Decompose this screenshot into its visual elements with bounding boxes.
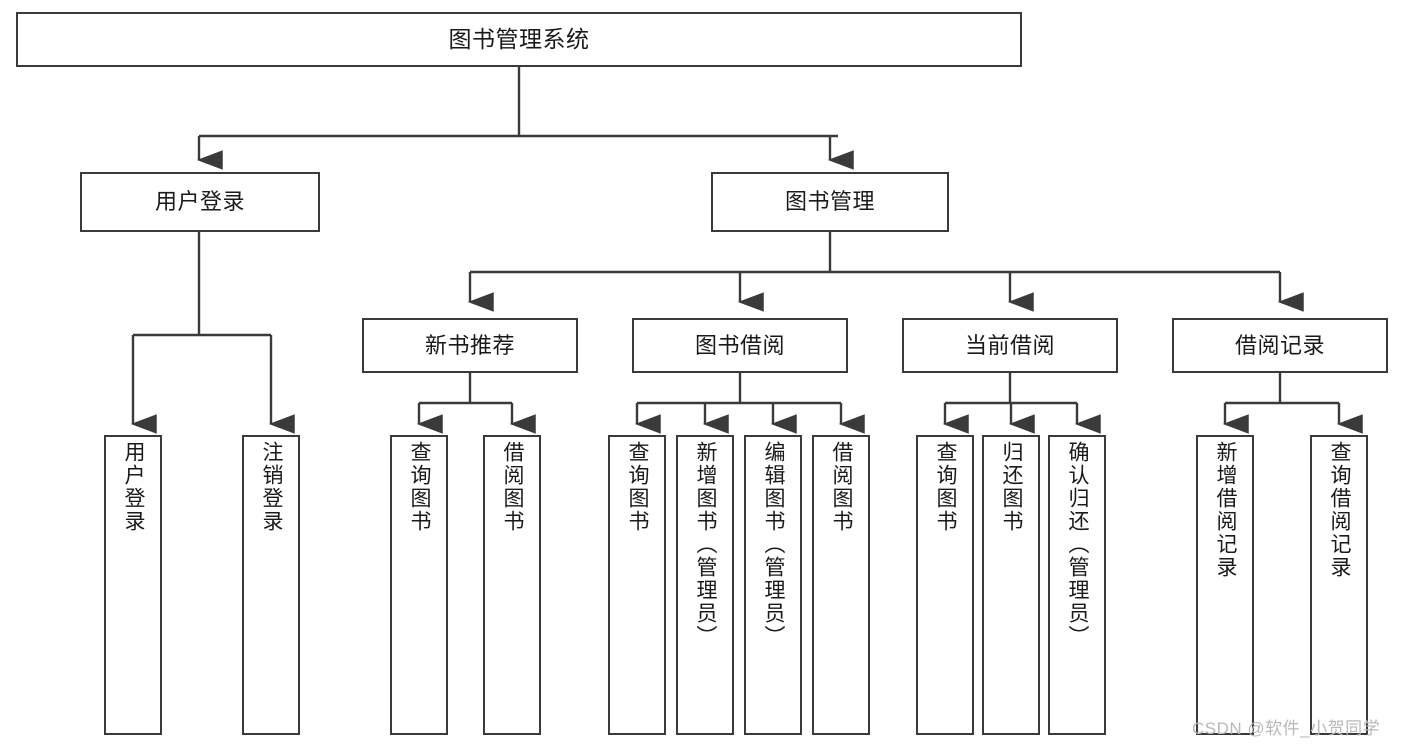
node-label: 当前借阅 <box>964 332 1055 358</box>
leaf-new-book-borrow[interactable]: 借阅图书 <box>483 435 541 735</box>
leaf-user-login-signout[interactable]: 注销登录 <box>242 435 300 735</box>
node-label: 借阅记录 <box>1234 332 1325 358</box>
leaf-book-borrow-query[interactable]: 查询图书 <box>608 435 666 735</box>
leaf-current-borrow-return[interactable]: 归还图书 <box>982 435 1040 735</box>
leaf-borrow-record-query[interactable]: 查询借阅记录 <box>1310 435 1368 735</box>
node-label: 查询借阅记录 <box>1328 441 1352 579</box>
node-label: 图书管理系统 <box>448 26 590 53</box>
node-label: 查询图书 <box>408 441 432 533</box>
node-book-borrow[interactable]: 图书借阅 <box>632 318 848 373</box>
node-new-book-recommend[interactable]: 新书推荐 <box>362 318 578 373</box>
node-label: 新增借阅记录 <box>1214 441 1238 579</box>
node-label: 注销登录 <box>260 441 284 533</box>
node-label: 编辑图书（管理员） <box>762 441 786 648</box>
node-label: 确认归还（管理员） <box>1066 441 1090 648</box>
node-root-system[interactable]: 图书管理系统 <box>16 12 1022 67</box>
node-label: 新增图书（管理员） <box>694 441 718 648</box>
node-label: 用户登录 <box>154 189 245 215</box>
leaf-book-borrow-lend[interactable]: 借阅图书 <box>812 435 870 735</box>
node-user-login[interactable]: 用户登录 <box>80 172 320 232</box>
node-current-borrow[interactable]: 当前借阅 <box>902 318 1118 373</box>
csdn-watermark: CSDN @软件_小贺同学 <box>1192 719 1381 738</box>
node-book-management[interactable]: 图书管理 <box>711 172 949 232</box>
node-label: 图书借阅 <box>694 332 785 358</box>
leaf-user-login-signin[interactable]: 用户登录 <box>104 435 162 735</box>
node-label: 归还图书 <box>1000 441 1024 533</box>
leaf-book-borrow-add[interactable]: 新增图书（管理员） <box>676 435 734 735</box>
node-label: 新书推荐 <box>424 332 515 358</box>
node-label: 借阅图书 <box>501 441 525 533</box>
node-label: 图书管理 <box>784 189 875 215</box>
leaf-current-borrow-query[interactable]: 查询图书 <box>916 435 974 735</box>
node-label: 借阅图书 <box>830 441 854 533</box>
node-label: 查询图书 <box>626 441 650 533</box>
leaf-current-borrow-confirm[interactable]: 确认归还（管理员） <box>1048 435 1106 735</box>
leaf-book-borrow-edit[interactable]: 编辑图书（管理员） <box>744 435 802 735</box>
node-borrow-record[interactable]: 借阅记录 <box>1172 318 1388 373</box>
node-label: 用户登录 <box>122 441 146 533</box>
node-label: 查询图书 <box>934 441 958 533</box>
leaf-borrow-record-add[interactable]: 新增借阅记录 <box>1196 435 1254 735</box>
leaf-new-book-query[interactable]: 查询图书 <box>390 435 448 735</box>
